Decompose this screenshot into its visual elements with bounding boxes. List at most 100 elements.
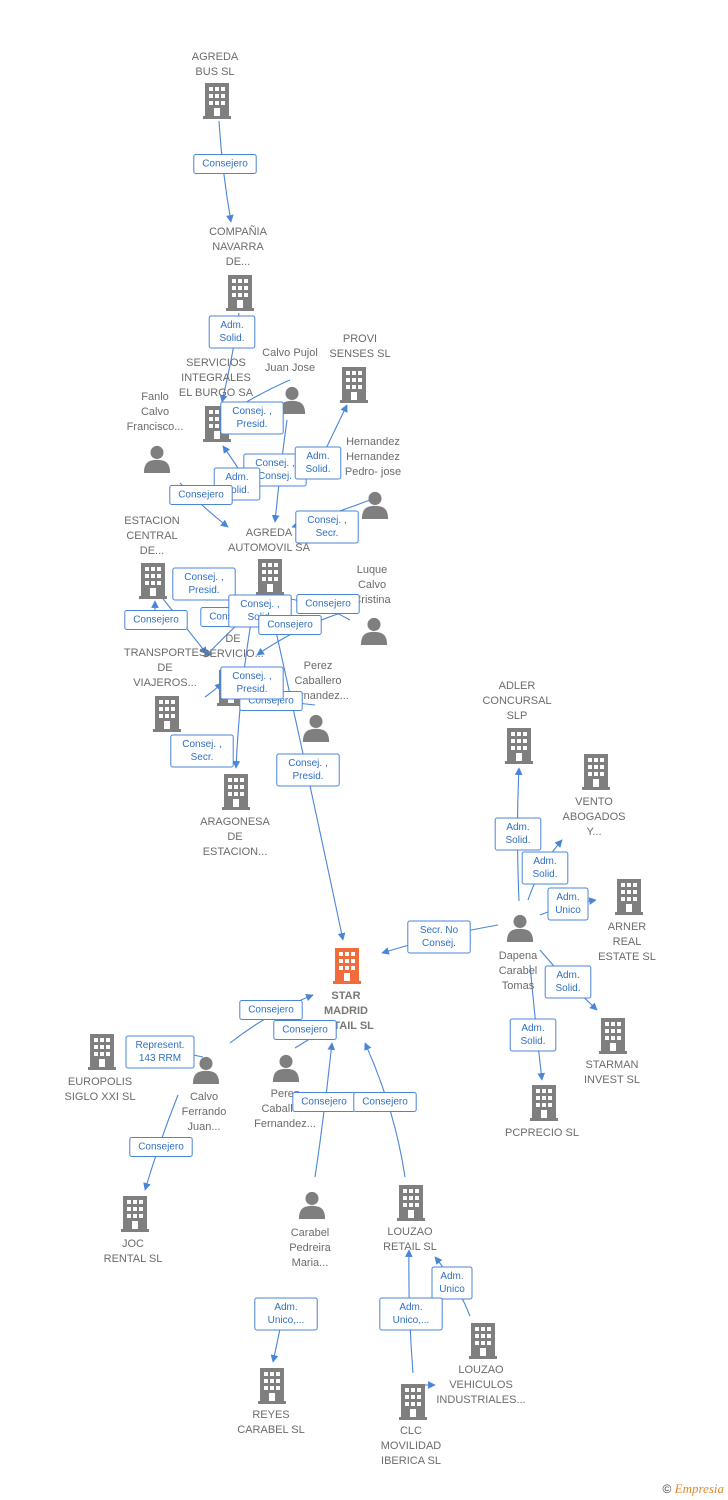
edge-label-hernandez-to-provi_senses[interactable]: Adm.Solid. bbox=[294, 446, 342, 480]
edge-label-text: Consej. , bbox=[182, 739, 221, 750]
building-icon bbox=[615, 879, 643, 915]
edge-label-dapena-to-arner[interactable]: Adm.Unico bbox=[547, 887, 589, 921]
node-label-line: Caballero bbox=[294, 675, 341, 687]
node-label-line: REYES bbox=[252, 1409, 289, 1421]
edge-label-text: Unico,... bbox=[393, 1315, 430, 1326]
node-label-line: AUTOMOVIL SA bbox=[228, 542, 311, 554]
node-louzao_vehiculos[interactable]: LOUZAOVEHICULOSINDUSTRIALES... bbox=[436, 1323, 526, 1406]
edge-label-text: Adm. bbox=[440, 1271, 463, 1282]
node-carabel_pedreira[interactable]: CarabelPedreiraMaria... bbox=[289, 1191, 332, 1269]
edge-label-luque_calvo-to-agreda_automovil[interactable]: Consejero bbox=[296, 594, 360, 614]
building-icon bbox=[222, 774, 250, 810]
building-icon bbox=[505, 728, 533, 764]
edge-label-estacion_central-to-de_servicio[interactable]: Consej. ,Presid. bbox=[172, 567, 236, 601]
edge-label-text: Consejero bbox=[202, 159, 248, 170]
edge-label-text: Presid. bbox=[236, 684, 267, 695]
node-label-line: MADRID bbox=[324, 1005, 368, 1017]
edge-label-carabel_pedreira-to-star_madrid[interactable]: Consejero bbox=[292, 1092, 356, 1112]
edge-label-text: Adm. bbox=[225, 472, 248, 483]
edge-label-clc_movilidad-to-louzao_retail[interactable]: Adm.Unico,... bbox=[379, 1297, 443, 1331]
edge-label-text: Consejero bbox=[305, 599, 351, 610]
edge-label-hernandez-to-agreda_automovil[interactable]: Consej. ,Secr. bbox=[295, 510, 359, 544]
edge-label-text: 143 RRM bbox=[139, 1053, 181, 1064]
edge-label-dapena-to-pcprecio[interactable]: Adm.Solid. bbox=[509, 1018, 557, 1052]
node-label-line: PCPRECIO SL bbox=[505, 1127, 579, 1139]
node-estacion_central[interactable]: ESTACIONCENTRALDE... bbox=[124, 515, 180, 599]
building-icon bbox=[121, 1196, 149, 1232]
node-label-line: CENTRAL bbox=[126, 530, 177, 542]
node-calvo_ferrando[interactable]: CalvoFerrandoJuan... bbox=[182, 1056, 227, 1133]
node-pcprecio[interactable]: PCPRECIO SL bbox=[505, 1085, 579, 1139]
edge-label-calvo_ferrando-to-star_madrid[interactable]: Consejero bbox=[239, 1000, 303, 1020]
edge-label-text: Unico,... bbox=[268, 1315, 305, 1326]
node-de_servicio[interactable]: DESERVICIO... bbox=[202, 633, 264, 706]
edge-label-compania_navarra-to-servicios_integrales[interactable]: Adm.Solid. bbox=[208, 315, 256, 349]
node-label-line: SLP bbox=[507, 710, 528, 722]
node-label-line: Fanlo bbox=[141, 391, 169, 403]
edge-label-dapena-to-vento[interactable]: Adm.Solid. bbox=[521, 851, 569, 885]
node-label-line: Calvo Pujol bbox=[262, 347, 318, 359]
edge-label-carabel_pedreira-to-reyes_carabel[interactable]: Adm. Unico,... bbox=[254, 1297, 318, 1331]
node-label-line: DE bbox=[225, 633, 240, 645]
node-fanlo_calvo[interactable]: FanloCalvoFrancisco... bbox=[127, 391, 184, 473]
edge-label-calvo_pujol-to-servicios_integrales[interactable]: Consej. ,Presid. bbox=[220, 401, 284, 435]
edge-label-text: Solid. bbox=[219, 333, 244, 344]
node-vento[interactable]: VENTOABOGADOSY... bbox=[563, 754, 626, 838]
person-icon bbox=[298, 1191, 326, 1219]
edge-label-dapena-to-starman[interactable]: Adm.Solid. bbox=[544, 965, 592, 999]
node-label-line: Juan... bbox=[187, 1121, 220, 1133]
edge-label-louzao_retail-to-star_madrid[interactable]: Consejero bbox=[353, 1092, 417, 1112]
node-compania_navarra[interactable]: COMPAÑIANAVARRADE... bbox=[209, 225, 268, 311]
edge-label-perez_caballero_top-to-transportes[interactable]: Consejero bbox=[258, 615, 322, 635]
empresia-logo[interactable]: Empresia bbox=[674, 1481, 724, 1496]
edge-label-calvo_ferrando-to-europolis[interactable]: Represent.143 RRM bbox=[125, 1035, 195, 1069]
edge-label-perez_caballero_bot-to-star_madrid[interactable]: Consejero bbox=[273, 1020, 337, 1040]
edge-label-text: Presid. bbox=[236, 419, 267, 430]
building-icon bbox=[340, 367, 368, 403]
person-icon bbox=[143, 445, 171, 473]
edge-label-transportes-to-estacion_central[interactable]: Consejero bbox=[124, 610, 188, 630]
edge-label-agreda_automovil-to-star_madrid[interactable]: Consej. ,Presid. bbox=[276, 753, 340, 787]
node-label-line: Pedro- jose bbox=[345, 466, 401, 478]
node-label-line: RENTAL SL bbox=[104, 1253, 163, 1265]
edge-label-text: Unico bbox=[439, 1284, 465, 1295]
node-label-line: Perez bbox=[271, 1088, 300, 1100]
node-label-line: Calvo bbox=[358, 579, 386, 591]
edge-label-transportes-to-de_servicio[interactable]: Consej. ,Presid. bbox=[220, 666, 284, 700]
node-transportes[interactable]: TRANSPORTESDEVIAJEROS... bbox=[124, 647, 206, 732]
edge-label-calvo_ferrando-to-joc_rental[interactable]: Consejero bbox=[129, 1137, 193, 1157]
edge-label-louzao_vehiculos-to-louzao_retail[interactable]: Adm. Unico bbox=[431, 1266, 473, 1300]
edge-label-text: Solid. bbox=[224, 485, 249, 496]
edge-label-agreda_automovil-to-aragonesa[interactable]: Consej. ,Secr. bbox=[170, 734, 234, 768]
edge-label-agreda_bus-to-compania_navarra[interactable]: Consejero bbox=[193, 154, 257, 174]
edge-label-dapena-to-adler[interactable]: Adm.Solid. bbox=[494, 817, 542, 851]
person-icon bbox=[272, 1054, 300, 1082]
building-icon bbox=[153, 696, 181, 732]
node-aragonesa[interactable]: ARAGONESADEESTACION... bbox=[200, 774, 271, 858]
edge-label-fanlo_calvo-to-agreda_automovil[interactable]: Consejero bbox=[169, 485, 233, 505]
edge-label-text: Consej. bbox=[422, 938, 456, 949]
edge-label-text: Consej. bbox=[258, 471, 292, 482]
building-icon bbox=[226, 275, 254, 311]
node-label-line: NAVARRA bbox=[212, 241, 264, 253]
edge-label-text: Adm. bbox=[274, 1302, 297, 1313]
node-perez_caballero_top[interactable]: PerezCaballeroFernandez... bbox=[287, 660, 349, 742]
